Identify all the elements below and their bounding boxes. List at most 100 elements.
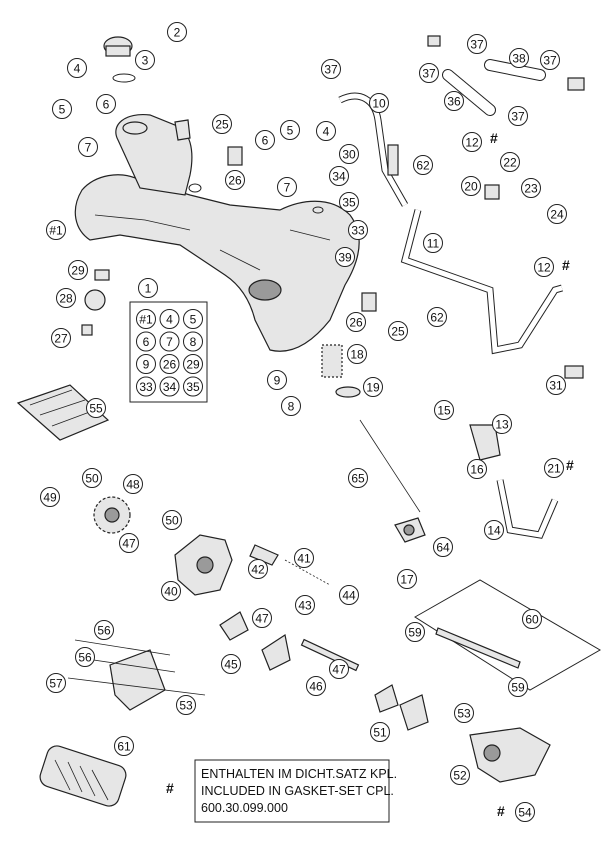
callout-circle bbox=[56, 288, 76, 308]
callout-number: 2 bbox=[174, 26, 181, 40]
callout-c10: 10 bbox=[369, 93, 389, 113]
callout-number: 37 bbox=[543, 54, 557, 68]
callout-circle bbox=[547, 204, 567, 224]
callout-number: 27 bbox=[54, 332, 68, 346]
callout-c60: 60 bbox=[522, 609, 542, 629]
callout-c11: 11 bbox=[423, 233, 443, 253]
callout-circle bbox=[339, 192, 359, 212]
callout-number: 60 bbox=[525, 613, 539, 627]
callout-c6b: 6 bbox=[255, 130, 275, 150]
callout-c39: 39 bbox=[335, 247, 355, 267]
callout-c47a: 47 bbox=[119, 533, 139, 553]
callout-number: 37 bbox=[324, 63, 338, 77]
callout-circle bbox=[316, 121, 336, 141]
kit-grid-circle bbox=[136, 309, 156, 329]
callout-circle bbox=[123, 474, 143, 494]
kit-grid-number: 33 bbox=[139, 380, 153, 394]
callout-circle bbox=[348, 468, 368, 488]
callout-number: #1 bbox=[49, 224, 63, 238]
callout-circle bbox=[363, 377, 383, 397]
callout-c34a: 34 bbox=[329, 166, 349, 186]
callout-c38: 38 bbox=[509, 48, 529, 68]
callout-c49: 49 bbox=[40, 487, 60, 507]
kit-grid-circle bbox=[136, 376, 156, 397]
callout-circle bbox=[248, 559, 268, 579]
callout-number: 8 bbox=[288, 400, 295, 414]
kit-grid-item: 7 bbox=[159, 331, 180, 352]
callout-circle bbox=[161, 581, 181, 601]
callout-number: 40 bbox=[164, 585, 178, 599]
callout-circle bbox=[82, 468, 102, 488]
callout-c21: 21 bbox=[544, 458, 564, 478]
callout-circle bbox=[508, 106, 528, 126]
callout-number: 24 bbox=[550, 208, 564, 222]
callout-number: 55 bbox=[89, 402, 103, 416]
callout-circle bbox=[52, 99, 72, 119]
callout-circle bbox=[544, 458, 564, 478]
callout-circle bbox=[369, 93, 389, 113]
callout-number: 11 bbox=[427, 237, 440, 251]
kit-grid-item: 34 bbox=[159, 376, 180, 397]
callout-number: 46 bbox=[309, 680, 323, 694]
callout-number: 51 bbox=[373, 726, 387, 740]
callout-circle bbox=[114, 736, 134, 756]
kit-grid-number: 9 bbox=[143, 358, 150, 372]
callout-c65: 65 bbox=[348, 468, 368, 488]
callout-circle bbox=[434, 400, 454, 420]
callout-c4a: 4 bbox=[67, 58, 87, 78]
callout-number: 20 bbox=[464, 180, 478, 194]
note-line-1: ENTHALTEN IM DICHT.SATZ KPL. bbox=[201, 767, 397, 781]
kit-grid-item: 35 bbox=[183, 376, 203, 397]
callout-number: 56 bbox=[78, 651, 92, 665]
callout-circle bbox=[444, 91, 464, 111]
callout-number: 26 bbox=[349, 316, 363, 330]
callout-c45: 45 bbox=[221, 654, 241, 674]
callout-c20: 20 bbox=[461, 176, 481, 196]
callout-c6a: 6 bbox=[96, 94, 116, 114]
frame-oil-tank-drawing bbox=[74, 113, 360, 352]
callout-c16: 16 bbox=[467, 459, 487, 479]
callout-number: 21 bbox=[547, 462, 561, 476]
callout-c1hash: #1 bbox=[46, 220, 66, 240]
callout-c43: 43 bbox=[295, 595, 315, 615]
callout-circle bbox=[423, 233, 443, 253]
callout-number: 56 bbox=[97, 624, 111, 638]
callout-number: 59 bbox=[511, 681, 525, 695]
callout-number: 17 bbox=[400, 573, 414, 587]
callout-circle bbox=[329, 659, 349, 679]
callout-c59a: 59 bbox=[405, 622, 425, 642]
callout-c52: 52 bbox=[450, 765, 470, 785]
callout-c23: 23 bbox=[521, 178, 541, 198]
callout-number: 10 bbox=[372, 97, 386, 111]
callout-c56b: 56 bbox=[75, 647, 95, 667]
callout-number: 5 bbox=[287, 124, 294, 138]
callout-circle bbox=[521, 178, 541, 198]
callout-c47b: 47 bbox=[252, 608, 272, 628]
callout-c12a: 12 bbox=[462, 132, 482, 152]
callout-number: 35 bbox=[342, 196, 356, 210]
callout-circle bbox=[40, 487, 60, 507]
callout-circle bbox=[167, 22, 187, 42]
callout-circle bbox=[75, 647, 95, 667]
callout-circle bbox=[339, 585, 359, 605]
kit-grid-circle bbox=[159, 354, 180, 374]
callout-number: 64 bbox=[436, 541, 450, 555]
callout-circle bbox=[267, 370, 287, 390]
callout-c25b: 25 bbox=[388, 321, 408, 341]
callout-circle bbox=[433, 537, 453, 557]
note-symbol: # bbox=[166, 780, 174, 796]
callout-number: 18 bbox=[350, 348, 364, 362]
callout-circle bbox=[346, 312, 366, 332]
callout-c28: 28 bbox=[56, 288, 76, 308]
callout-c12b: 12 bbox=[534, 257, 554, 277]
callout-number: 49 bbox=[43, 491, 57, 505]
kit-grid-number: 35 bbox=[186, 380, 200, 394]
callout-number: 12 bbox=[537, 261, 551, 275]
callout-c62b: 62 bbox=[427, 307, 447, 327]
callout-number: 12 bbox=[465, 136, 479, 150]
callout-number: 50 bbox=[165, 514, 179, 528]
callout-number: 7 bbox=[85, 141, 92, 155]
callout-circle bbox=[78, 137, 98, 157]
callout-number: 9 bbox=[274, 374, 281, 388]
